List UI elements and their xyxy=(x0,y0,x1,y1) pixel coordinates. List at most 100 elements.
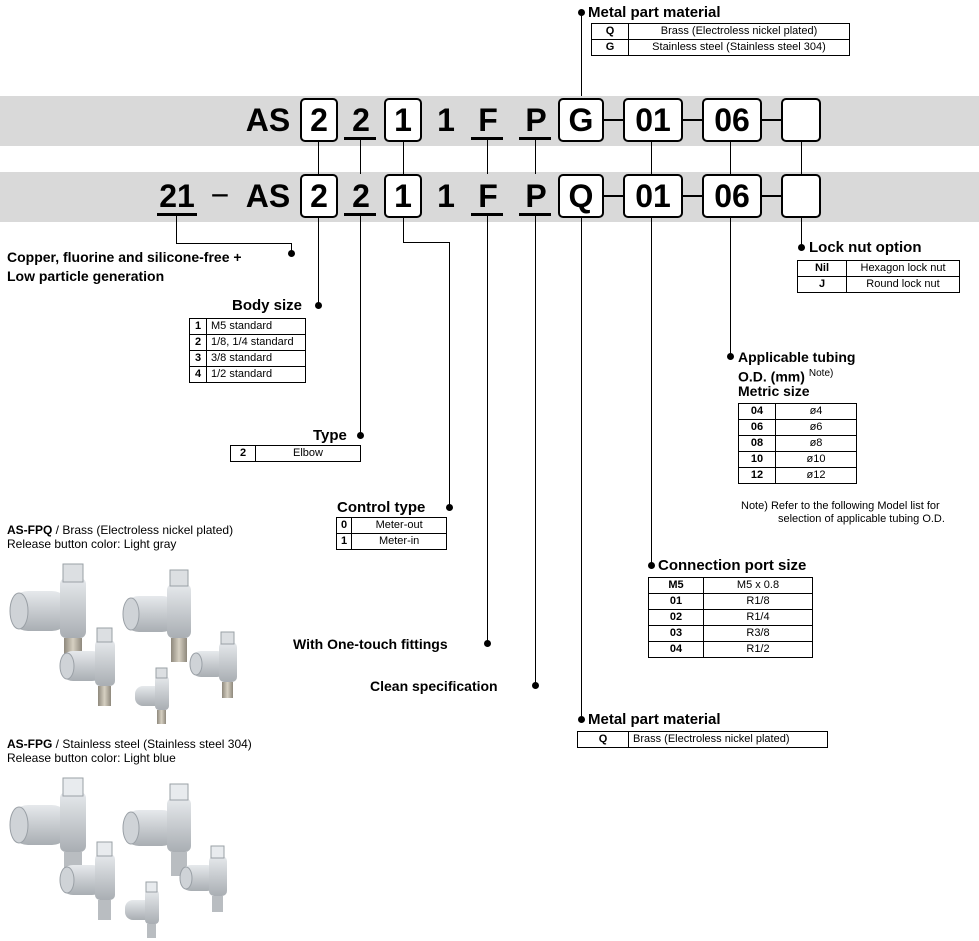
leader-line xyxy=(730,142,731,174)
connector xyxy=(683,195,703,197)
leader-line xyxy=(403,242,449,243)
tubing-title-2: O.D. (mm)Note) xyxy=(738,368,834,385)
row2-type-underline xyxy=(344,213,376,216)
table-row: G Stainless steel (Stainless steel 304) xyxy=(591,39,850,56)
leader-line xyxy=(487,216,488,644)
fitting-icon xyxy=(189,631,237,698)
one-touch-label: With One-touch fittings xyxy=(293,636,448,652)
connector xyxy=(762,119,782,121)
tubing-title-1: Applicable tubing xyxy=(738,349,856,365)
connector xyxy=(604,119,624,121)
top-material-table: Q Brass (Electroless nickel plated) G St… xyxy=(591,23,850,56)
tubing-note-1: Note) Refer to the following Model list … xyxy=(741,500,940,512)
product1-caption-1: AS-FPQ / Brass (Electroless nickel plate… xyxy=(7,523,234,537)
row2-p: P xyxy=(525,178,547,214)
fitting-icon xyxy=(9,563,86,666)
body-size-title: Body size xyxy=(232,297,303,314)
product1-photo xyxy=(9,563,237,724)
copper-line2: Low particle generation xyxy=(7,268,165,284)
row2-tubing-box: 06 xyxy=(702,174,762,218)
row2-type: 2 xyxy=(352,178,370,214)
product2-photo xyxy=(9,777,227,938)
fitting-icon xyxy=(59,841,115,920)
leader-line xyxy=(360,140,361,174)
leader-line xyxy=(535,216,536,686)
leader-line xyxy=(403,218,404,242)
fitting-icon xyxy=(135,667,169,724)
control-type-title: Control type xyxy=(337,499,426,516)
connector xyxy=(762,195,782,197)
lock-nut-dot xyxy=(798,244,805,251)
copper-line1: Copper, fluorine and silicone-free + xyxy=(7,249,242,265)
row1-fixed-1: 1 xyxy=(437,102,455,138)
leader-line xyxy=(449,242,450,508)
leader-line xyxy=(487,140,488,174)
leader-line xyxy=(801,142,802,174)
bottom-material-dot xyxy=(578,716,585,723)
row1-locknut-box xyxy=(781,98,821,142)
one-touch-dot xyxy=(484,640,491,647)
row1-control-box: 1 xyxy=(384,98,422,142)
row1-material-box: G xyxy=(558,98,604,142)
top-material-title: Metal part material xyxy=(588,4,721,21)
type-title: Type xyxy=(313,427,347,444)
leader-line xyxy=(176,243,291,244)
row1-body-size-box: 2 xyxy=(300,98,338,142)
row2-port-box: 01 xyxy=(623,174,683,218)
tubing-note-sup: Note) xyxy=(808,368,834,379)
leader-line xyxy=(360,216,361,436)
clean-spec-label: Clean specification xyxy=(370,678,498,694)
leader-line xyxy=(318,218,319,306)
type-dot xyxy=(357,432,364,439)
row2-locknut-box xyxy=(781,174,821,218)
row2-control-box: 1 xyxy=(384,174,422,218)
leader-line xyxy=(651,142,652,174)
row2-prefix-underline xyxy=(157,213,197,216)
row1-as: AS xyxy=(245,102,291,138)
leader-line xyxy=(535,140,536,174)
row1-type-underline xyxy=(344,137,376,140)
lock-nut-title: Lock nut option xyxy=(809,239,922,256)
row2-f-underline xyxy=(471,213,503,216)
product1-caption-2: Release button color: Light gray xyxy=(7,537,177,551)
port-size-dot xyxy=(648,562,655,569)
row1-p-underline xyxy=(519,137,551,140)
row2-f: F xyxy=(478,178,498,214)
fitting-icon xyxy=(125,881,159,938)
tubing-subtitle: Metric size xyxy=(738,383,810,399)
bottom-material-title: Metal part material xyxy=(588,711,721,728)
copper-dot xyxy=(288,250,295,257)
row2-dash: − xyxy=(210,177,230,213)
tubing-dot xyxy=(727,353,734,360)
leader-line xyxy=(801,218,802,248)
fitting-icon xyxy=(122,569,191,662)
product2-caption-2: Release button color: Light blue xyxy=(7,751,176,765)
leader-line xyxy=(730,218,731,356)
leader-line xyxy=(651,218,652,566)
row2-prefix: 21 xyxy=(159,178,195,214)
clean-spec-dot xyxy=(532,682,539,689)
connector xyxy=(683,119,703,121)
row2-p-underline xyxy=(519,213,551,216)
leader-line xyxy=(176,216,177,243)
body-size-dot xyxy=(315,302,322,309)
